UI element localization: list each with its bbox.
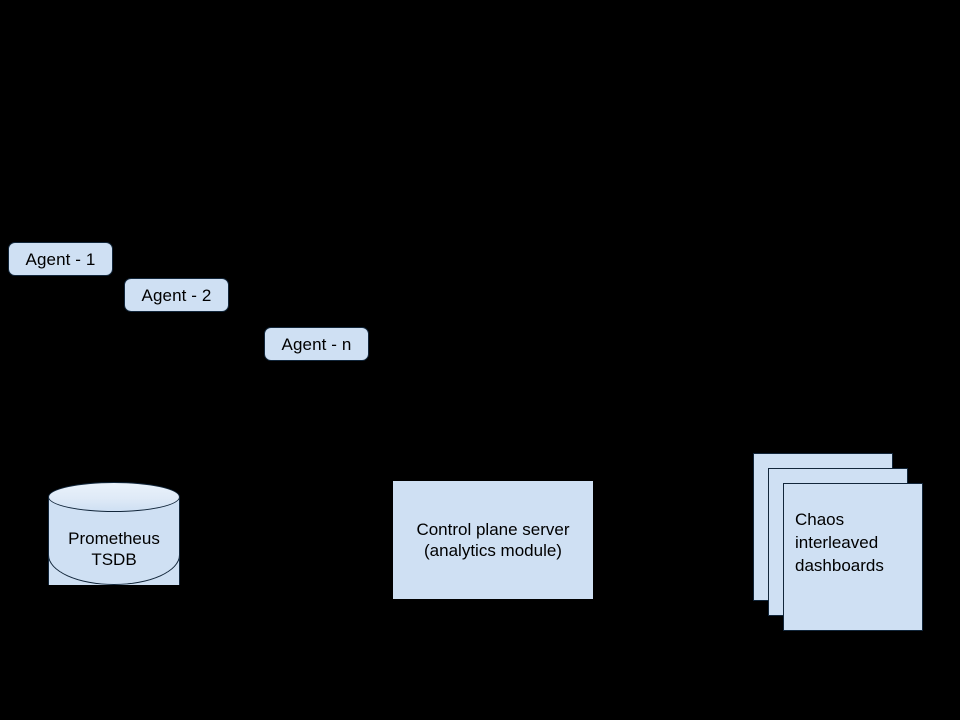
dashboard-card-front[interactable] <box>783 483 923 631</box>
node-agent-n[interactable]: Agent - n <box>264 327 369 361</box>
node-chaos-dashboards[interactable]: Chaos interleaved dashboards <box>753 453 923 631</box>
node-chaos-dashboards-label-line-1: Chaos <box>795 510 845 529</box>
node-agent-n-label: Agent - n <box>281 334 352 354</box>
node-agent-1[interactable]: Agent - 1 <box>8 242 113 276</box>
node-control-plane-server-label-line-1: Control plane server <box>416 520 570 539</box>
node-agent-2[interactable]: Agent - 2 <box>124 278 229 312</box>
node-prometheus-tsdb[interactable]: Prometheus TSDB <box>48 482 180 600</box>
node-agent-2-label: Agent - 2 <box>141 285 212 305</box>
node-control-plane-server[interactable]: Control plane server (analytics module) <box>393 481 593 599</box>
node-prometheus-tsdb-label-line-1: Prometheus <box>68 529 160 548</box>
node-control-plane-server-label-line-2: (analytics module) <box>424 541 562 560</box>
node-prometheus-tsdb-label-line-2: TSDB <box>91 550 137 569</box>
cylinder-top-ellipse <box>48 482 180 512</box>
node-prometheus-tsdb-label: Prometheus TSDB <box>48 528 180 570</box>
node-agent-1-label: Agent - 1 <box>25 249 96 269</box>
node-chaos-dashboards-label: Chaos interleaved dashboards <box>795 508 917 577</box>
node-chaos-dashboards-label-line-3: dashboards <box>795 556 884 575</box>
node-control-plane-server-label: Control plane server (analytics module) <box>416 519 569 561</box>
node-chaos-dashboards-label-line-2: interleaved <box>795 533 879 552</box>
